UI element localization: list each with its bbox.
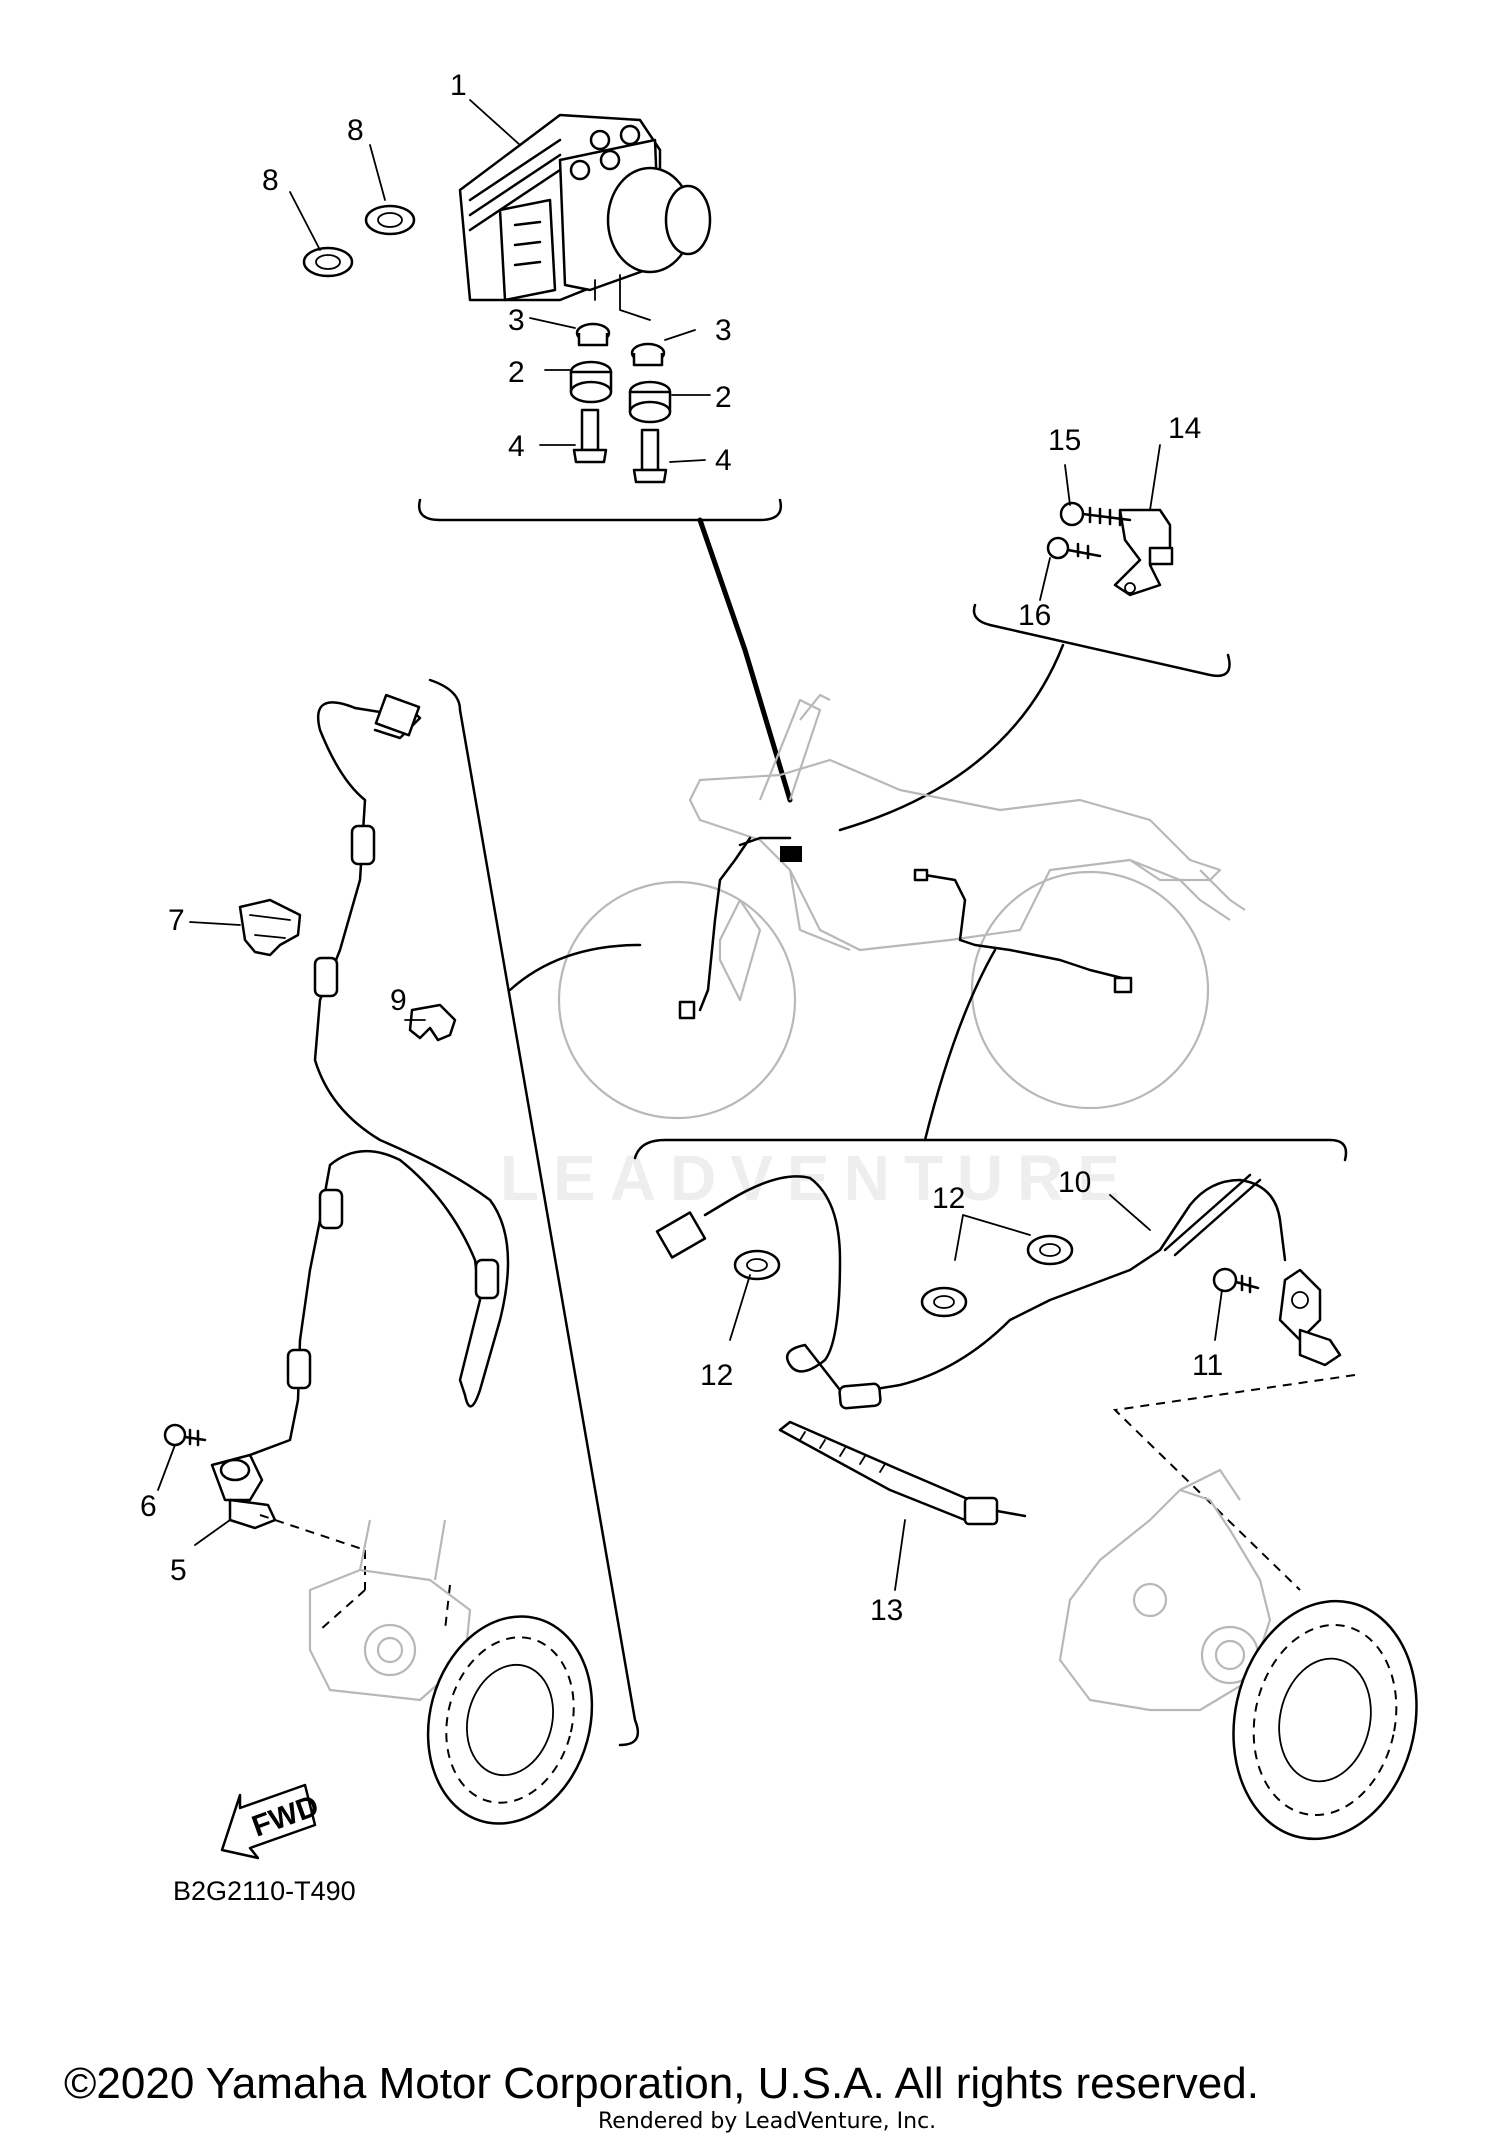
- rear-wheel-sensor-lead[interactable]: [655, 1173, 1287, 1410]
- watermark: LEADVENTURE: [500, 1142, 1134, 1214]
- callout-3: 3: [715, 314, 732, 347]
- bolt[interactable]: [572, 408, 668, 484]
- callout-8: 8: [262, 164, 279, 197]
- rear-wheel-assembly: [1058, 1374, 1418, 1841]
- front-leader-line: [508, 943, 642, 992]
- callout-6: 6: [140, 1490, 157, 1523]
- callout-3: 3: [508, 304, 525, 337]
- callout-2: 2: [508, 356, 525, 389]
- callout-5: 5: [170, 1554, 187, 1587]
- rear-sensor-bolt[interactable]: [1212, 1267, 1260, 1294]
- callout-9: 9: [390, 984, 407, 1017]
- callout-13: 13: [870, 1594, 903, 1627]
- rear-wheel-sensor[interactable]: [1278, 1268, 1342, 1367]
- callout-7: 7: [168, 904, 185, 937]
- callout-8: 8: [347, 114, 364, 147]
- copyright-notice: ©2020 Yamaha Motor Corporation, U.S.A. A…: [64, 2059, 1259, 2108]
- bracket-group-bracket: [972, 603, 1231, 678]
- damper[interactable]: [575, 322, 666, 367]
- front-wheel-assembly: [259, 1514, 594, 1825]
- abs-group-bracket: [417, 498, 783, 522]
- bracket-leader-line: [838, 643, 1065, 832]
- front-wheel-sensor[interactable]: [210, 1453, 277, 1530]
- holder-7[interactable]: [238, 898, 302, 957]
- front-group-bracket: [428, 678, 640, 1747]
- grommet[interactable]: [569, 360, 672, 424]
- front-wheel-sensor-lead[interactable]: [248, 693, 510, 1457]
- clamp-12[interactable]: [733, 1234, 1074, 1318]
- callout-1: 1: [450, 69, 467, 102]
- motorcycle-harness: [678, 836, 1133, 1020]
- callout-12: 12: [700, 1359, 733, 1392]
- callout-14: 14: [1168, 412, 1201, 445]
- clamp[interactable]: [302, 204, 416, 278]
- diagram-code: B2G2110-T490: [173, 1876, 356, 1906]
- rear-leader-line: [923, 948, 997, 1142]
- callout-16: 16: [1018, 599, 1051, 632]
- abs-leader-line: [697, 517, 793, 803]
- motorcycle-silhouette: [557, 693, 1246, 1120]
- callout-2: 2: [715, 381, 732, 414]
- rear-group-bracket: [633, 1138, 1348, 1162]
- callout-15: 15: [1048, 424, 1081, 457]
- cable-tie[interactable]: [778, 1420, 1027, 1526]
- callout-4: 4: [715, 444, 732, 477]
- bolt-15[interactable]: [1059, 501, 1132, 527]
- bracket[interactable]: [1113, 508, 1174, 597]
- rendered-by-notice: Rendered by LeadVenture, Inc.: [598, 2109, 936, 2134]
- callout-leaders: [157, 99, 1223, 1591]
- screw-16[interactable]: [1046, 536, 1102, 560]
- front-sensor-bolt[interactable]: [163, 1423, 207, 1447]
- abs-hydraulic-unit[interactable]: [458, 113, 712, 321]
- callout-11: 11: [1192, 1349, 1223, 1382]
- callout-4: 4: [508, 430, 525, 463]
- fwd-arrow-icon: FWD: [220, 1783, 323, 1860]
- callout-10: 10: [1058, 1166, 1091, 1199]
- holder-9[interactable]: [408, 1003, 457, 1042]
- callout-12: 12: [932, 1182, 965, 1215]
